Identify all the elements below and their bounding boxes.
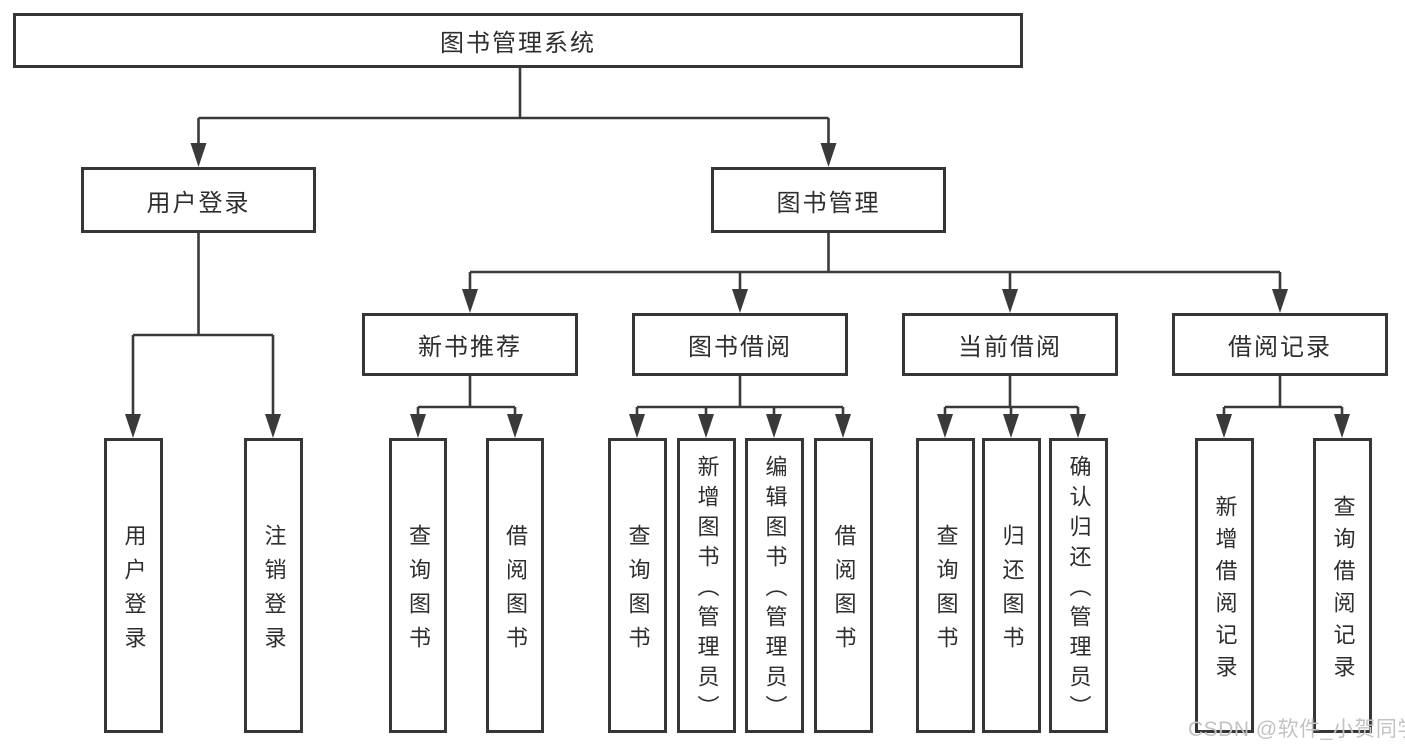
- node-label: 图书管理: [776, 189, 881, 217]
- leaf-add-book-admin: 新增图书（管理员）: [677, 438, 736, 733]
- node-label: 新增借阅记录: [1212, 494, 1238, 687]
- arrow-down-icon: [766, 414, 782, 438]
- node-book-borrow: 图书借阅: [632, 313, 848, 376]
- arrow-down-icon: [698, 414, 714, 438]
- leaf-add-borrow-record: 新增借阅记录: [1195, 438, 1254, 733]
- arrow-down-icon: [507, 414, 523, 438]
- arrow-down-icon: [937, 414, 953, 438]
- node-label: 编辑图书（管理员）: [762, 454, 788, 725]
- node-label: 查询图书: [625, 523, 651, 660]
- node-label: 查询借阅记录: [1330, 494, 1356, 687]
- arrow-down-icon: [1216, 414, 1232, 438]
- node-label: 当前借阅: [958, 334, 1062, 361]
- node-label: 新书推荐: [418, 334, 522, 361]
- leaf-query-borrow-record: 查询借阅记录: [1313, 438, 1372, 733]
- arrow-down-icon: [820, 143, 837, 167]
- leaf-query-books-borrow: 查询图书: [608, 438, 667, 733]
- arrow-down-icon: [1003, 414, 1019, 438]
- node-label: 确认归还（管理员）: [1066, 454, 1092, 725]
- arrow-down-icon: [1334, 414, 1350, 438]
- leaf-query-books-current: 查询图书: [916, 438, 975, 733]
- arrow-down-icon: [1002, 289, 1018, 313]
- node-label: 图书借阅: [688, 334, 792, 361]
- node-label: 查询图书: [406, 523, 431, 660]
- node-label: 查询图书: [933, 523, 959, 660]
- watermark: CSDN @软件_小贺同学: [1188, 718, 1405, 741]
- leaf-return-book: 归还图书: [982, 438, 1041, 733]
- leaf-edit-book-admin: 编辑图书（管理员）: [745, 438, 804, 733]
- leaf-query-books-recommend: 查询图书: [389, 438, 447, 733]
- arrow-down-icon: [125, 414, 141, 438]
- leaf-user-login: 用户登录: [104, 438, 163, 733]
- leaf-logout-login: 注销登录: [244, 438, 303, 733]
- node-label: 新增图书（管理员）: [694, 454, 720, 725]
- arrow-down-icon: [732, 289, 748, 313]
- node-label: 借阅记录: [1228, 334, 1332, 361]
- node-current-borrow: 当前借阅: [902, 313, 1118, 376]
- node-label: 用户登录: [121, 523, 147, 660]
- node-label: 注销登录: [261, 523, 287, 660]
- node-user-login: 用户登录: [81, 167, 316, 233]
- node-borrow-records: 借阅记录: [1172, 313, 1388, 376]
- node-label: 归还图书: [999, 523, 1025, 660]
- arrow-down-icon: [629, 414, 645, 438]
- leaf-confirm-return-admin: 确认归还（管理员）: [1049, 438, 1108, 733]
- arrow-down-icon: [1272, 289, 1288, 313]
- node-book-management: 图书管理: [711, 167, 946, 233]
- node-label: 借阅图书: [503, 523, 528, 660]
- node-label: 用户登录: [146, 189, 251, 217]
- arrow-down-icon: [410, 414, 426, 438]
- node-label: 借阅图书: [831, 523, 857, 660]
- arrow-down-icon: [190, 143, 207, 167]
- arrow-down-icon: [462, 289, 478, 313]
- node-label: 图书管理系统: [440, 30, 596, 57]
- node-root: 图书管理系统: [13, 13, 1023, 68]
- arrow-down-icon: [1070, 414, 1086, 438]
- arrow-down-icon: [265, 414, 281, 438]
- leaf-borrow-books: 借阅图书: [814, 438, 873, 733]
- node-new-book-recommend: 新书推荐: [362, 313, 578, 376]
- arrow-down-icon: [835, 414, 851, 438]
- leaf-borrow-books-recommend: 借阅图书: [486, 438, 544, 733]
